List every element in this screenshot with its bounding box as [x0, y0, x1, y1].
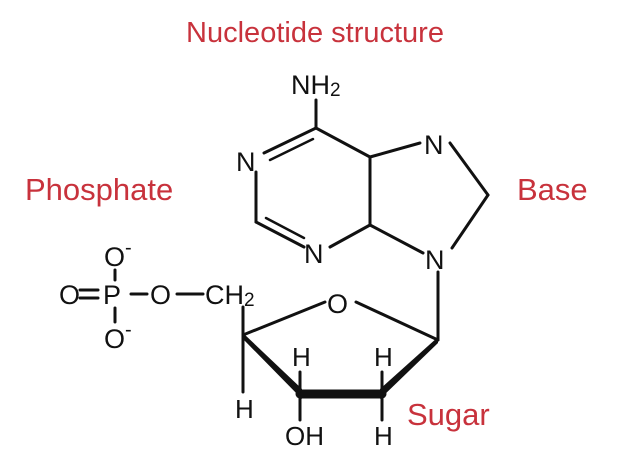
- phosphate-o-right: O: [150, 280, 171, 310]
- bond-n7-c8: [448, 141, 490, 197]
- phosphate-label: Phosphate: [25, 172, 173, 207]
- bond-c2-n3: [254, 220, 306, 249]
- phosphate-bonds: [78, 268, 205, 324]
- bond-n9-c4: [368, 223, 425, 255]
- n9-atom: N: [425, 245, 445, 275]
- h-c2prime-down: H: [374, 421, 393, 451]
- n3-atom: N: [304, 239, 324, 269]
- oh-atom: OH: [285, 421, 324, 451]
- sugar-label: Sugar: [407, 397, 490, 432]
- bond-c2-n3-double: [264, 216, 306, 240]
- n1-atom: N: [236, 147, 256, 177]
- diagram-title: Nucleotide structure: [186, 17, 444, 49]
- bond-c6-n1-double: [268, 137, 315, 162]
- bond-n3-c4: [328, 223, 372, 249]
- h-c2prime-up: H: [374, 342, 393, 372]
- n7-atom: N: [424, 130, 444, 160]
- ch2-group: CH2: [205, 280, 255, 311]
- phosphorus-atom: P: [103, 280, 121, 310]
- o4prime-atom: O: [327, 289, 348, 319]
- bond-c5-n7: [368, 141, 422, 159]
- bond-c6-c5: [314, 126, 372, 159]
- h-c4prime: H: [235, 394, 254, 424]
- base-label: Base: [517, 172, 588, 207]
- nh2-atom: NH2: [291, 70, 341, 101]
- wedge-c4-c3: [243, 333, 302, 399]
- bond-c8-n9: [450, 193, 490, 250]
- h-c3prime: H: [292, 342, 311, 372]
- bond-o4prime-c1prime: [354, 300, 440, 342]
- phosphate-o-top: O-: [104, 237, 132, 272]
- sugar-bonds: [241, 300, 440, 422]
- phosphate-o-left: O: [59, 280, 80, 310]
- phosphate-o-bottom: O-: [104, 319, 132, 354]
- bond-c4prime-o4prime: [241, 300, 327, 337]
- wedge-c2-c1: [380, 337, 438, 399]
- bond-c6-n1: [262, 126, 318, 155]
- adenine-bonds: [254, 98, 490, 342]
